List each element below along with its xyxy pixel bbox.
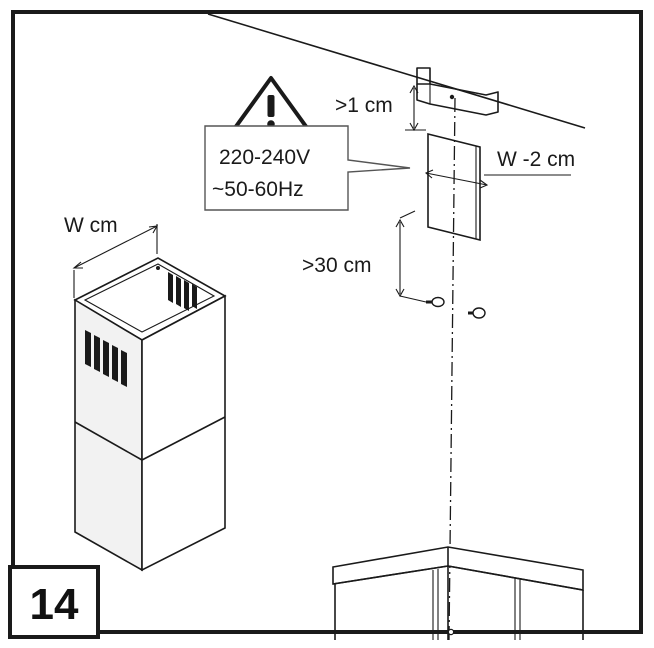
frequency-label: ~50-60Hz <box>212 178 304 201</box>
vent-slots-back <box>168 272 197 311</box>
duct-width-label: W -2 cm <box>497 148 575 171</box>
step-number-badge: 14 <box>8 565 100 639</box>
ceiling-line <box>207 13 586 129</box>
range-hood-body <box>332 546 584 640</box>
vent-slots-front <box>85 330 127 387</box>
warning-triangle-icon <box>230 76 312 134</box>
frame-border <box>11 10 643 634</box>
step-number: 14 <box>30 580 79 629</box>
gap-above-arrow <box>405 84 426 132</box>
gap-below-label: >30 cm <box>302 254 371 277</box>
gap-below-arrow <box>395 210 427 303</box>
chimney-width-arrow <box>72 224 159 298</box>
chimney-cover <box>73 257 227 572</box>
voltage-label: 220-240V <box>219 146 310 169</box>
screw-right <box>468 307 486 319</box>
gap-above-label: >1 cm <box>335 94 393 117</box>
ceiling-bracket <box>416 67 499 116</box>
duct-width-arrow <box>424 169 571 189</box>
duct-cover-plate <box>427 132 481 242</box>
chimney-width-label: W cm <box>64 214 118 237</box>
power-spec-callout <box>204 125 411 211</box>
screw-left <box>426 296 445 308</box>
